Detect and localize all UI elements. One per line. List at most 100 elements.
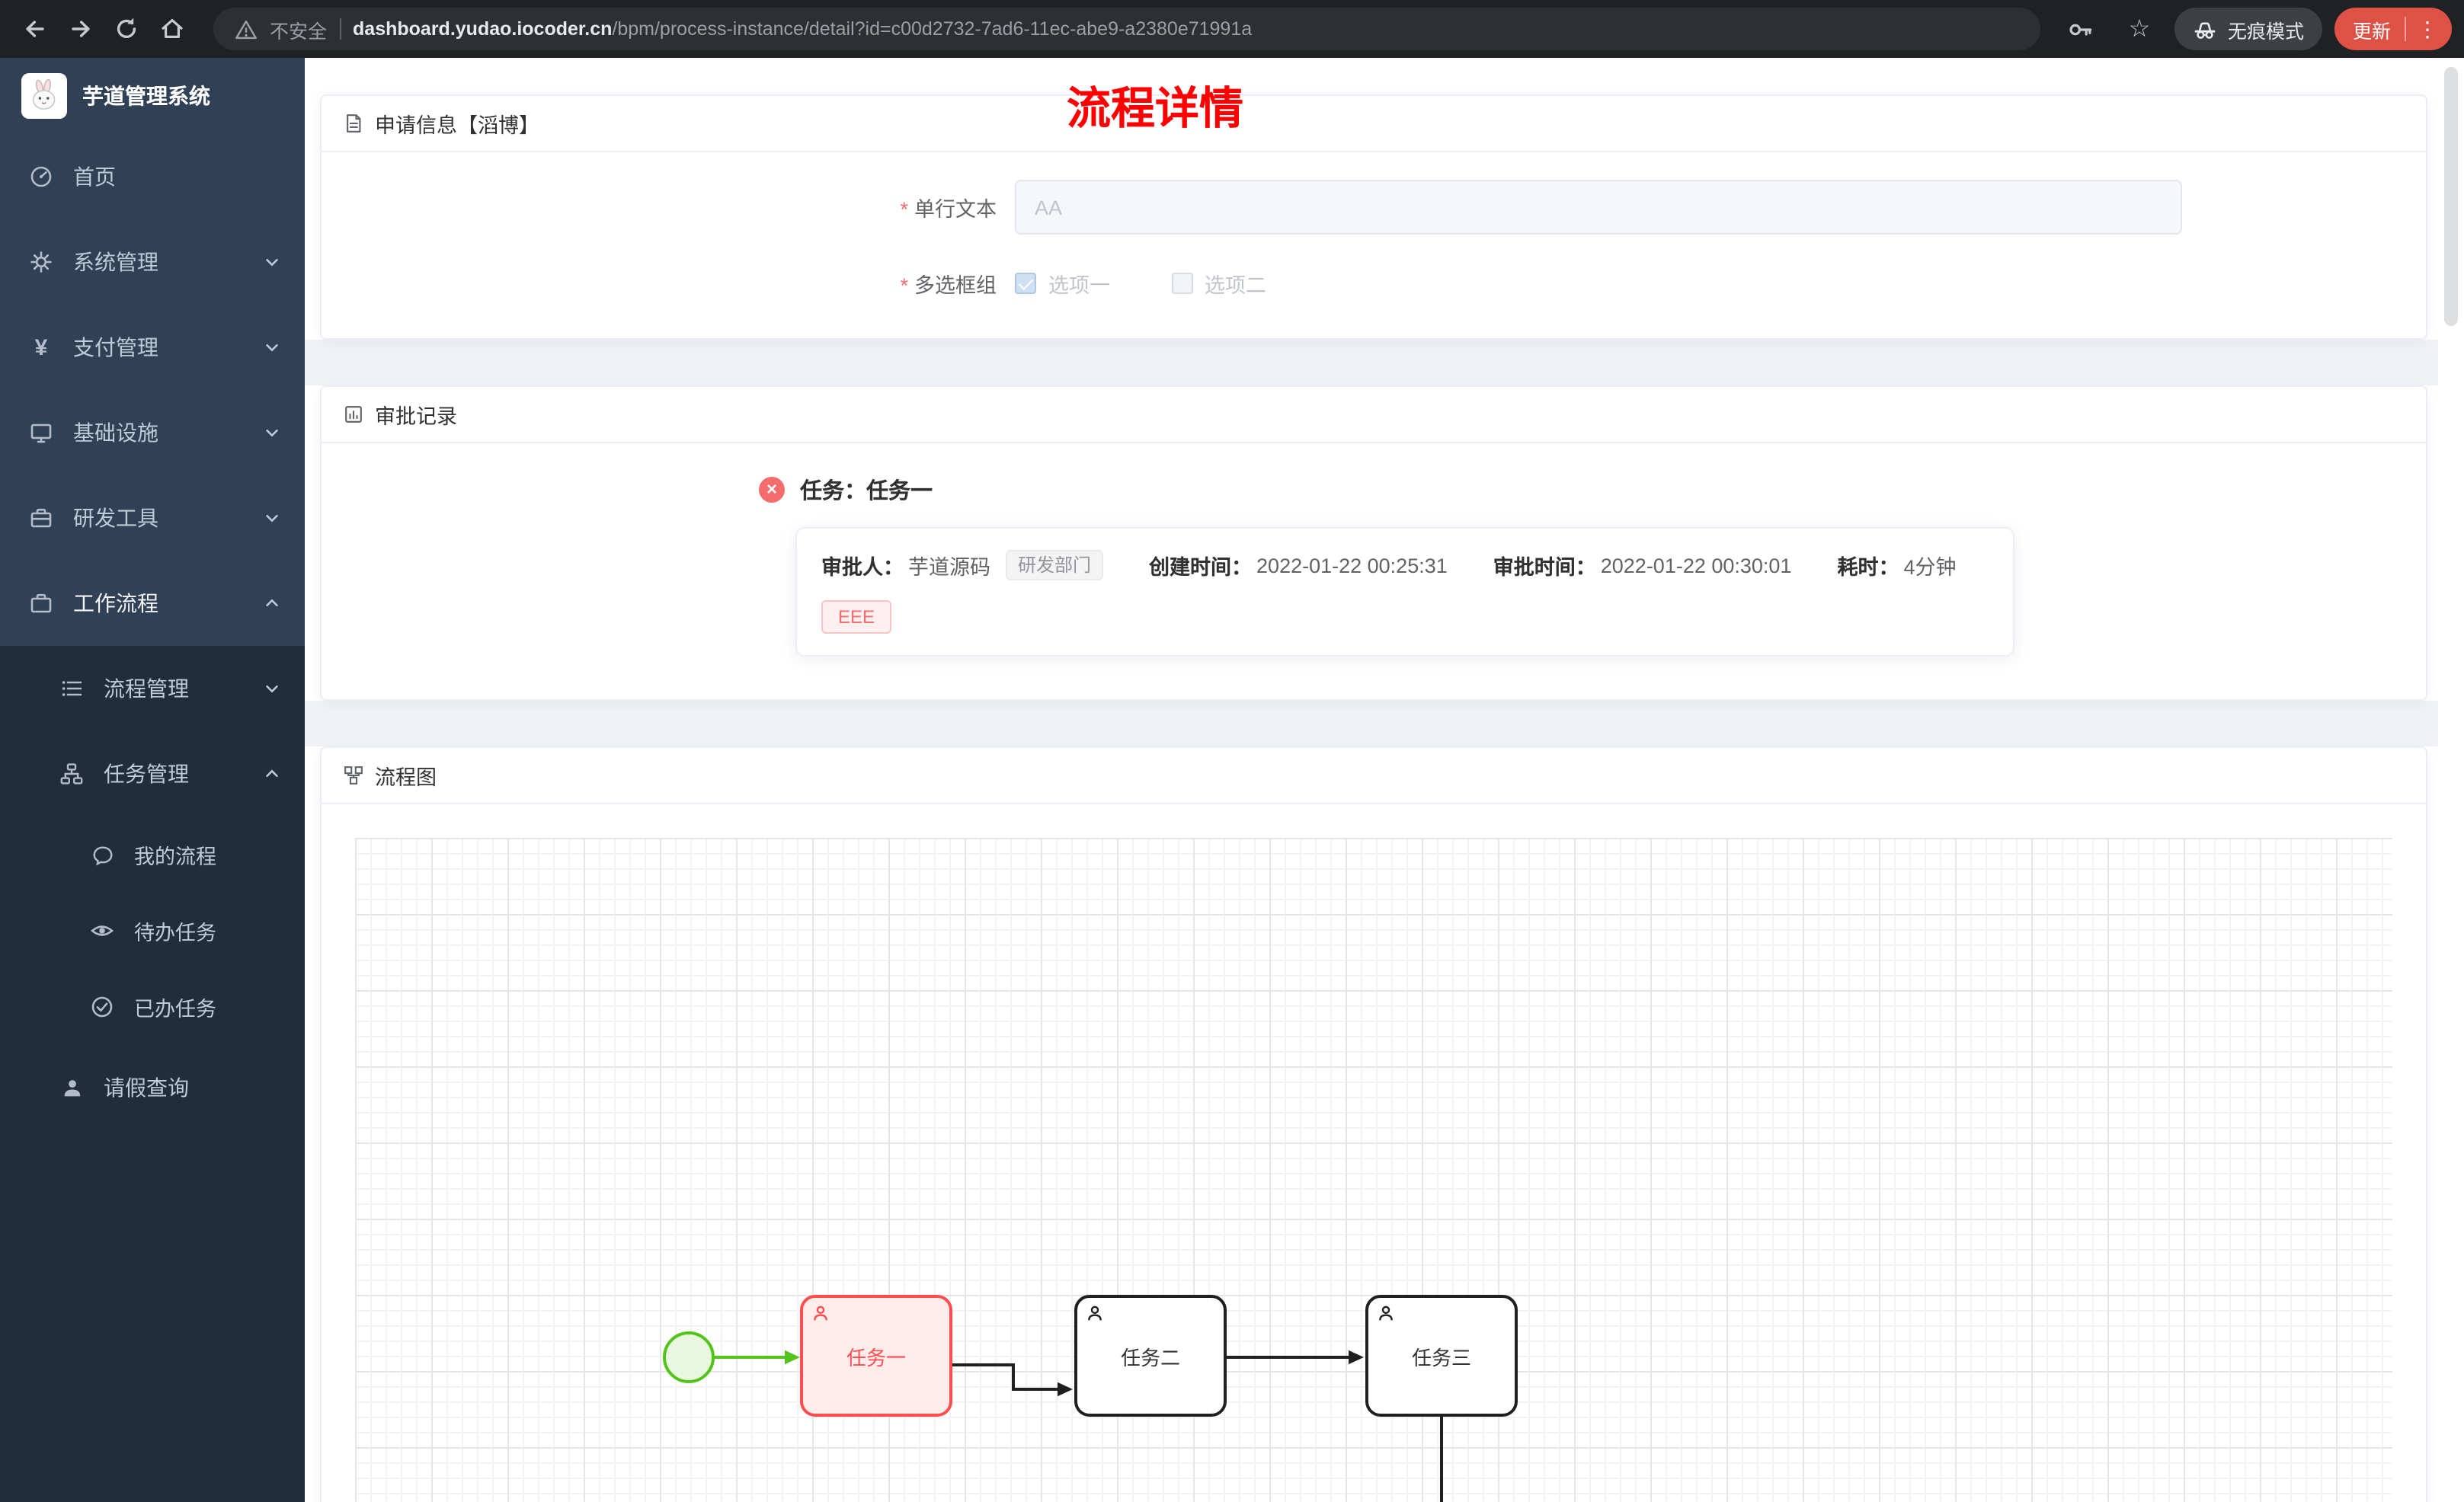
sidebar-item-label: 首页 [73, 165, 116, 189]
eye-icon [88, 917, 116, 944]
home-button[interactable] [149, 6, 195, 52]
record-chart-icon [343, 404, 364, 425]
sidebar-item-label: 流程管理 [104, 676, 189, 701]
back-button[interactable] [12, 6, 58, 52]
checkbox-label: 选项一 [1048, 274, 1110, 297]
user-task-icon [1086, 1305, 1103, 1322]
task-title: 任务：任务一 [800, 480, 933, 504]
sidebar-item-payment[interactable]: ¥ 支付管理 [0, 305, 305, 390]
sidebar-item-label: 工作流程 [73, 591, 158, 615]
sidebar-item-leave-query[interactable]: 请假查询 [0, 1045, 305, 1130]
flow-diagram-card-header: 流程图 [322, 748, 2426, 804]
sidebar-item-my-process[interactable]: 我的流程 [0, 817, 305, 893]
address-separator [339, 18, 341, 40]
scrollbar-thumb[interactable] [2444, 67, 2458, 326]
sidebar-item-label: 请假查询 [104, 1075, 189, 1100]
checkbox-checked-icon [1015, 273, 1036, 294]
key-icon[interactable] [2059, 6, 2104, 52]
bpmn-start-event[interactable] [663, 1331, 715, 1383]
content-gap [305, 340, 2464, 385]
flow-diagram-icon [343, 765, 364, 786]
update-separator [2405, 17, 2406, 41]
refresh-button[interactable] [104, 6, 149, 52]
task-detail-panel: 审批人： 芋道源码 研发部门 创建时间： 2022-01-22 00:25:31… [795, 527, 2014, 657]
bpmn-task-label: 任务二 [1120, 1346, 1180, 1369]
sidebar-item-task-management[interactable]: 任务管理 [0, 731, 305, 817]
duration-value: 4分钟 [1903, 556, 1957, 579]
bpmn-task-2[interactable]: 任务二 [1074, 1295, 1227, 1417]
bookmark-star-icon[interactable]: ☆ [2128, 17, 2151, 43]
chevron-down-icon [264, 424, 280, 441]
bpmn-task-1[interactable]: 任务一 [800, 1295, 952, 1417]
bpmn-canvas[interactable]: 任务一 任务二 任务三 [355, 838, 2392, 1502]
approved-time-value: 2022-01-22 00:30:01 [1600, 554, 1792, 577]
chevron-down-icon [264, 339, 280, 356]
warning-icon [235, 18, 258, 40]
flow-diagram-card: 流程图 [320, 746, 2427, 1502]
url-host: dashboard.yudao.iocoder.cn [353, 18, 613, 40]
form-row-single-line-text: *单行文本 [322, 180, 2426, 235]
incognito-label: 无痕模式 [2227, 21, 2304, 42]
sidebar-item-infrastructure[interactable]: 基础设施 [0, 390, 305, 475]
sidebar-filler [0, 1130, 305, 1502]
apply-info-card: 申请信息【滔博】 *单行文本 *多选框组 选项一 [320, 94, 2427, 340]
single-line-text-input[interactable] [1015, 180, 2182, 235]
department-tag: 研发部门 [1006, 550, 1104, 580]
sidebar-item-workflow[interactable]: 工作流程 [0, 561, 305, 646]
gear-icon [27, 248, 55, 276]
briefcase-icon [27, 590, 55, 617]
created-time-label: 创建时间： [1149, 556, 1253, 579]
user-icon [58, 1074, 85, 1101]
remark-tag: EEE [821, 600, 892, 634]
yen-icon: ¥ [34, 334, 48, 360]
chevron-down-icon [264, 510, 280, 526]
sidebar-item-label: 支付管理 [73, 335, 158, 360]
user-task-icon [812, 1305, 829, 1322]
chat-icon [88, 841, 116, 868]
form-row-checkbox-group: *多选框组 选项一 选项二 [322, 268, 2426, 299]
sidebar-item-system[interactable]: 系统管理 [0, 219, 305, 305]
flow-diagram-card-title: 流程图 [375, 766, 437, 789]
user-task-icon [1378, 1305, 1394, 1322]
forward-button[interactable] [58, 6, 104, 52]
security-label: 不安全 [270, 21, 328, 42]
incognito-badge: 无痕模式 [2174, 8, 2322, 50]
sidebar-item-done-tasks[interactable]: 已办任务 [0, 969, 305, 1045]
sidebar: 芋道管理系统 首页 系统管理 ¥ 支付管理 基础设施 [0, 58, 305, 1502]
checkbox-option-2[interactable]: 选项二 [1171, 268, 1266, 299]
field-label-checkbox-group: *多选框组 [900, 274, 997, 297]
bpmn-task-3[interactable]: 任务三 [1365, 1295, 1518, 1417]
approver-value: 芋道源码 [908, 556, 990, 579]
menu-dots-icon[interactable]: ⋮ [2417, 17, 2438, 41]
chevron-up-icon [264, 765, 280, 782]
duration-label: 耗时： [1837, 556, 1899, 579]
address-bar[interactable]: 不安全 dashboard.yudao.iocoder.cn/bpm/proce… [213, 8, 2040, 50]
sidebar-item-label: 待办任务 [134, 922, 216, 944]
page-title: 流程详情 [1066, 85, 1244, 134]
sidebar-item-home[interactable]: 首页 [0, 134, 305, 219]
update-button[interactable]: 更新 ⋮ [2334, 8, 2452, 50]
approval-record-card: 审批记录 × 任务：任务一 审批人： 芋道源码 研发部门 创建时间： 2022-… [320, 385, 2427, 701]
incognito-icon [2193, 17, 2217, 41]
sidebar-item-label: 系统管理 [73, 250, 158, 274]
main-content: 流程详情 申请信息【滔博】 *单行文本 *多选框组 [305, 58, 2464, 1502]
dashboard-icon [27, 163, 55, 190]
rejected-status-icon: × [759, 477, 785, 503]
checkbox-group: 选项一 选项二 [1015, 268, 1266, 299]
sidebar-item-devtools[interactable]: 研发工具 [0, 475, 305, 561]
sidebar-item-todo-tasks[interactable]: 待办任务 [0, 893, 305, 969]
update-label: 更新 [2352, 21, 2391, 42]
url-path: /bpm/process-instance/detail?id=c00d2732… [612, 18, 1253, 40]
scrollbar[interactable] [2438, 58, 2464, 1502]
bpmn-task-label: 任务三 [1411, 1346, 1471, 1369]
app-logo[interactable]: 芋道管理系统 [0, 58, 305, 134]
required-asterisk: * [900, 198, 908, 221]
checkbox-option-1[interactable]: 选项一 [1015, 268, 1110, 299]
approver-label: 审批人： [821, 556, 904, 579]
chevron-down-icon [264, 254, 280, 270]
required-asterisk: * [900, 274, 908, 297]
approval-record-card-title: 审批记录 [375, 405, 457, 428]
sidebar-item-process-management[interactable]: 流程管理 [0, 646, 305, 731]
logo-avatar [21, 73, 67, 119]
